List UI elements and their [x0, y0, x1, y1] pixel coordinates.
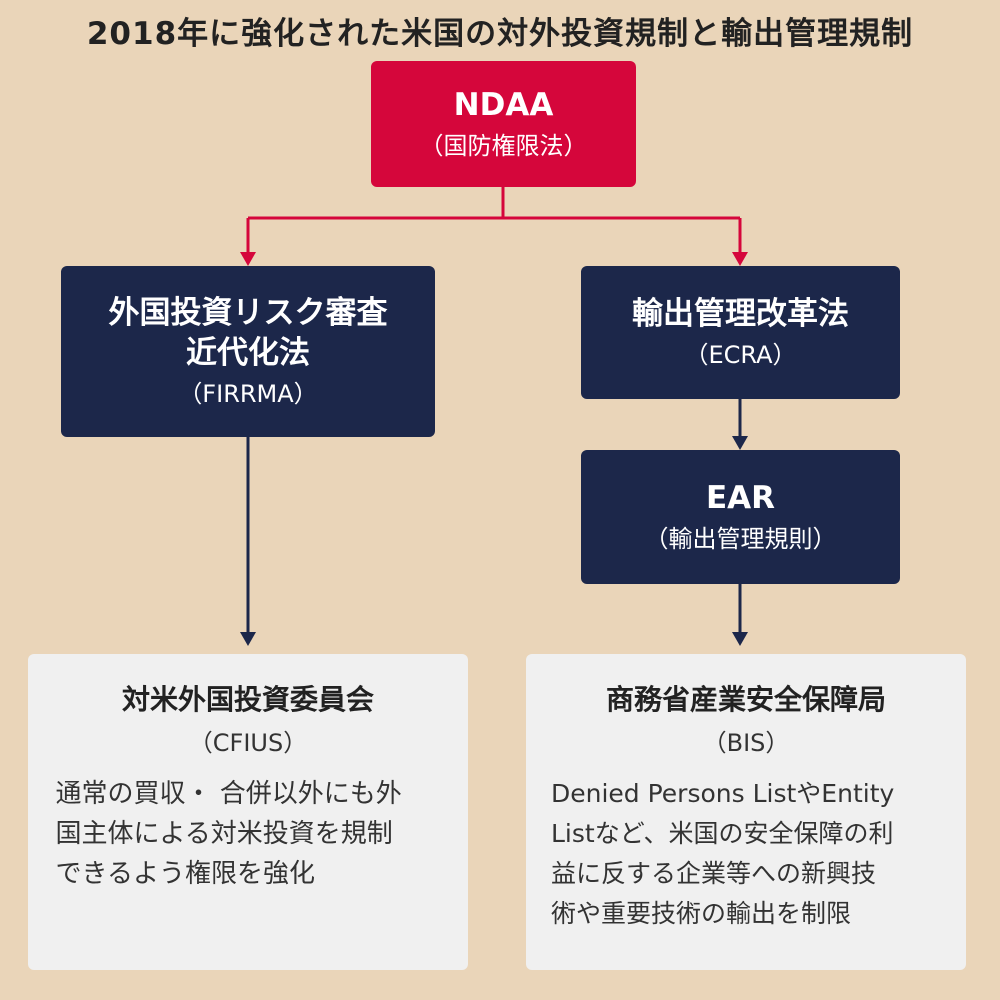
ecra-box: 輸出管理改革法 （ECRA） — [581, 266, 900, 399]
arrow-head-bis — [732, 632, 748, 646]
bis-name: 商務省産業安全保障局 — [605, 683, 886, 716]
cfius-box: 対米外国投資委員会 （CFIUS） 通常の買収・ 合併以外にも外 国主体による対… — [28, 654, 468, 970]
ecra-subtitle: （ECRA） — [684, 340, 797, 369]
firrma-name: 外国投資リスク審査 近代化法 — [108, 294, 388, 371]
cfius-description: 通常の買収・ 合併以外にも外 国主体による対米投資を規制 できるよう権限を強化 — [55, 779, 402, 889]
firrma-subtitle: （FIRRMA） — [178, 379, 318, 408]
ear-subtitle: （輸出管理規則） — [644, 525, 837, 553]
arrow-head-ecra — [732, 252, 748, 266]
arrow-head-firrma — [240, 252, 256, 266]
ndaa-name: NDAA — [453, 87, 554, 123]
cfius-name: 対米外国投資委員会 — [121, 683, 374, 716]
ecra-name: 輸出管理改革法 — [632, 295, 849, 332]
bis-subtitle: （BIS） — [702, 729, 790, 757]
diagram-title: 2018年に強化された米国の対外投資規制と輸出管理規制 — [86, 16, 914, 52]
arrow-head-cfius — [240, 632, 256, 646]
arrow-head-ear — [732, 436, 748, 450]
ear-box: EAR （輸出管理規則） — [581, 450, 900, 584]
firrma-box: 外国投資リスク審査 近代化法 （FIRRMA） — [61, 266, 435, 437]
ear-name: EAR — [705, 480, 776, 516]
bis-box: 商務省産業安全保障局 （BIS） Denied Persons ListやEnt… — [526, 654, 966, 970]
ndaa-box: NDAA （国防権限法） — [371, 61, 636, 187]
ndaa-subtitle: （国防権限法） — [419, 132, 588, 160]
cfius-subtitle: （CFIUS） — [188, 729, 308, 757]
bis-description: Denied Persons ListやEntity Listなど、米国の安全保… — [551, 779, 895, 928]
